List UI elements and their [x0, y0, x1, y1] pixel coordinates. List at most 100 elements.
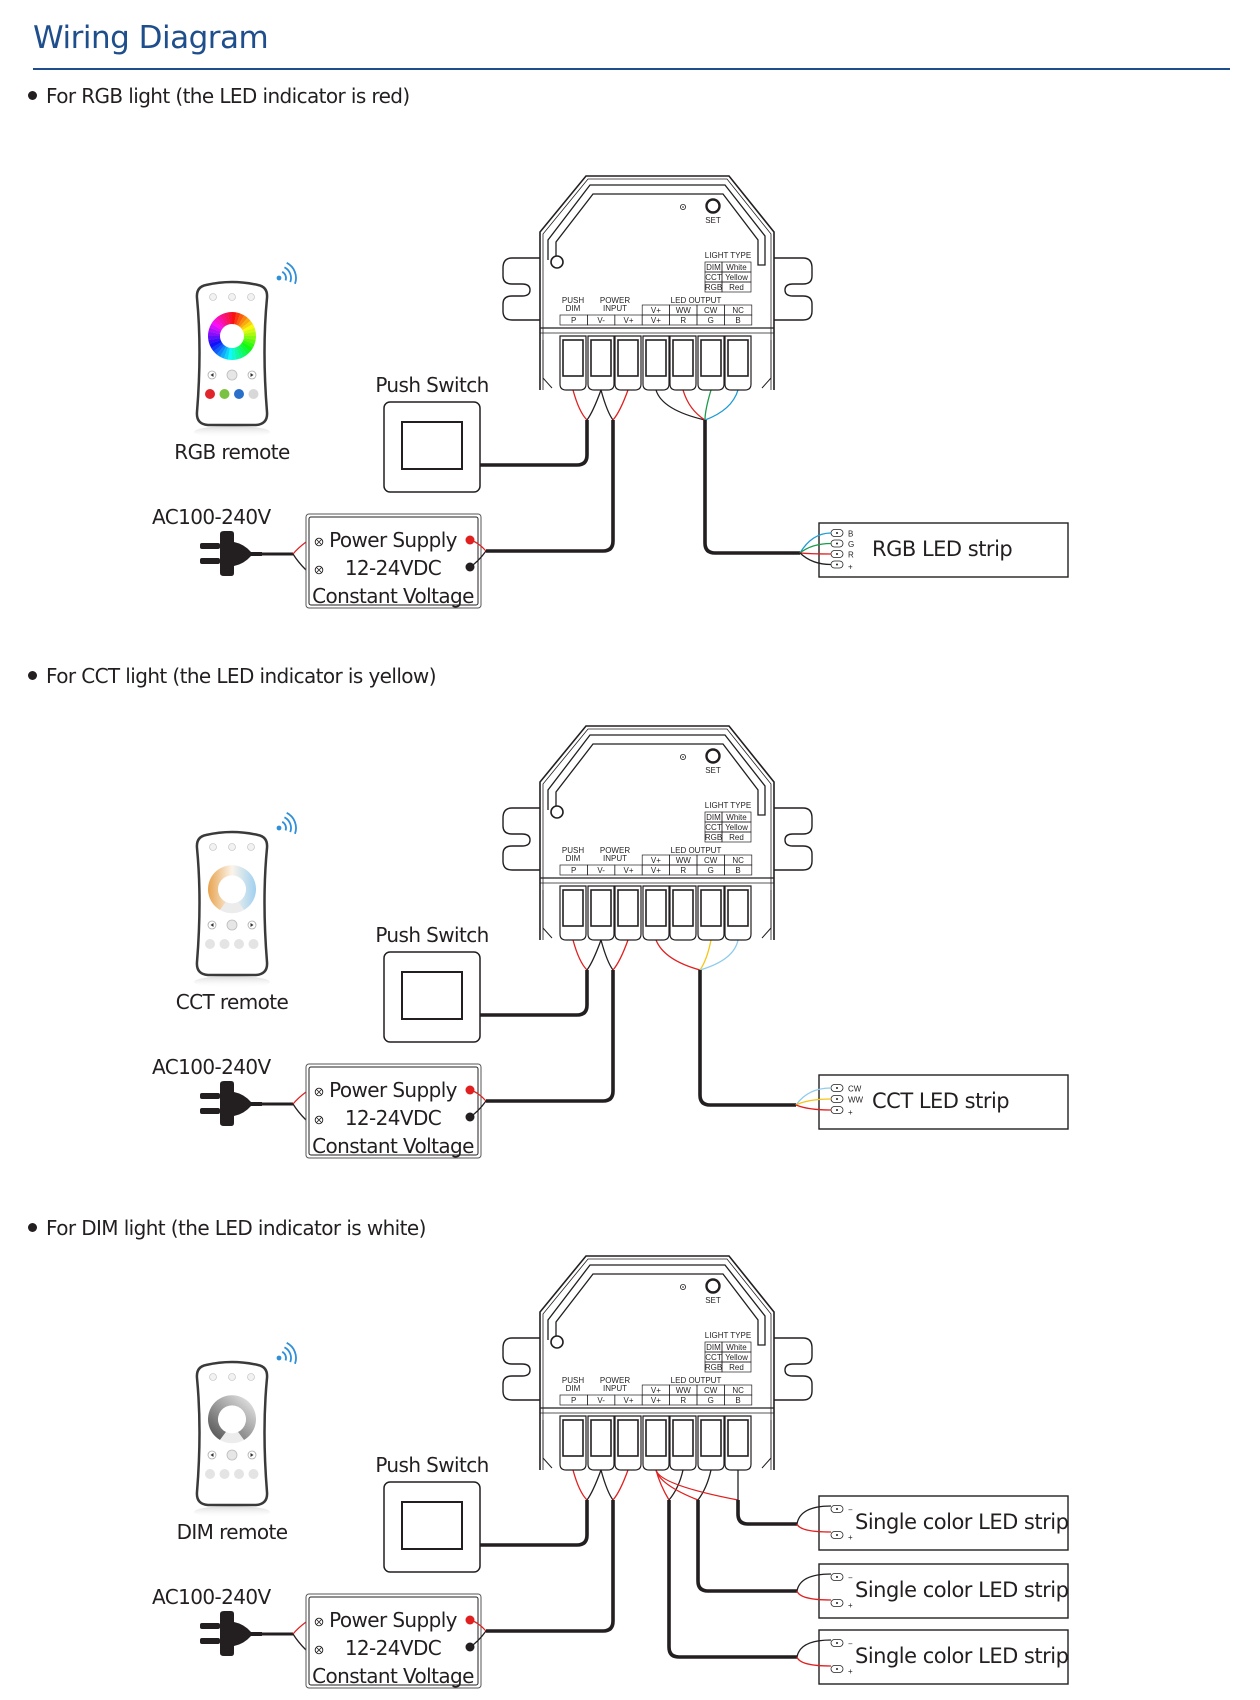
ac-wire-neutral: [292, 553, 307, 571]
wireless-signal-arc: [281, 1350, 287, 1361]
led-strip: −+Single color LED strip: [818, 1563, 1069, 1619]
power-supply-voltage: 12-24VDC: [345, 1106, 441, 1130]
label-power: POWER: [600, 846, 630, 855]
light-type-color: Red: [729, 833, 744, 842]
housing-corner: [761, 1420, 772, 1469]
color-wheel-segment: [243, 338, 256, 345]
section-heading-text: For DIM light (the LED indicator is whit…: [46, 1216, 426, 1240]
light-type-cell: [721, 1361, 752, 1373]
antenna-trace: [547, 184, 766, 266]
terminal-2: [614, 335, 642, 391]
mounting-ear-left: [502, 257, 540, 321]
terminal-label: P: [571, 866, 576, 875]
remote-top-button: [228, 843, 236, 851]
terminal-6: [724, 335, 752, 391]
color-wheel-segment: [241, 342, 253, 352]
color-wheel-segment: [216, 315, 227, 327]
push-wire-v-minus: [586, 939, 602, 971]
housing-corner: [542, 890, 553, 939]
terminal-alt-label: NC: [732, 1386, 744, 1395]
strip-wire-positive: [796, 1590, 832, 1601]
color-wheel-segment: [223, 347, 230, 360]
power-supply-type: Constant Voltage: [312, 1134, 474, 1158]
remote-shadow: [194, 976, 270, 988]
color-wheel-segment: [213, 317, 225, 329]
plug-prong: [200, 1108, 220, 1114]
label-input: INPUT: [603, 304, 627, 313]
screw-hole-icon: [550, 805, 564, 819]
terminal-label: B: [735, 316, 740, 325]
ac-wire-live: [292, 1091, 307, 1105]
terminal-label: G: [708, 1396, 714, 1405]
terminal-screw-slot: [617, 889, 639, 927]
remote-top-button: [228, 1373, 236, 1381]
strip-pad-dot: [836, 1508, 838, 1510]
terminal-cross: [316, 1619, 322, 1625]
remote-preset-button: [248, 939, 259, 949]
terminal-screw-slot: [562, 339, 584, 377]
mounting-ear-left: [502, 807, 540, 871]
plug-prong: [200, 1638, 220, 1644]
terminal-4: [669, 335, 697, 391]
set-button-label: SET: [705, 216, 721, 225]
power-plug-icon: [200, 531, 293, 576]
ac-wire-live: [292, 1621, 307, 1635]
remote-top-button: [209, 1373, 217, 1381]
led-strip-box: [818, 1495, 1069, 1551]
ac-voltage-label: AC100-240V: [152, 1585, 271, 1609]
wireless-signal-icon: [276, 275, 282, 281]
remote-top-button: [247, 293, 255, 301]
remote-top-button: [209, 293, 217, 301]
set-button-label: SET: [705, 1296, 721, 1305]
terminal-screw-slot: [590, 1419, 612, 1457]
mounting-ear-right: [774, 257, 813, 321]
remote-power-button: [226, 1449, 238, 1461]
strip-pin-label: +: [848, 563, 853, 572]
led-strip-box: [818, 522, 1069, 578]
rgb-cable: [703, 420, 800, 555]
light-type-title: LIGHT TYPE: [705, 801, 751, 810]
color-wheel-segment: [213, 343, 225, 355]
color-wheel-segment: [220, 313, 228, 326]
remote-shadow: [194, 426, 270, 438]
light-type-color: Yellow: [725, 273, 748, 282]
terminal-2: [614, 885, 642, 941]
light-type-mode: RGB: [705, 1363, 722, 1372]
remote-preset-button: [248, 389, 259, 399]
power-supply-title: Power Supply: [329, 1078, 458, 1102]
power-supply-voltage: 12-24VDC: [345, 556, 441, 580]
label-dim: DIM: [566, 304, 581, 313]
arrow-left-icon: [210, 923, 214, 927]
wireless-signal-arc: [281, 820, 287, 831]
housing-corner: [542, 340, 553, 389]
terminal-alt-label: WW: [676, 856, 692, 865]
dim-wheel-gap: [220, 1432, 244, 1444]
led-strip-label: CCT LED strip: [872, 1089, 1009, 1113]
remote-top-button: [209, 843, 217, 851]
terminal-cross: [316, 567, 322, 573]
arrow-right-icon: [250, 373, 254, 377]
push-wire-p: [572, 389, 588, 421]
remote-preset-button: [248, 1469, 259, 1479]
terminal-4: [669, 1415, 697, 1471]
push-switch-rocker: [401, 421, 463, 470]
color-wheel-segment: [236, 313, 245, 326]
power-wire-v-plus: [612, 939, 629, 971]
remote-top-button: [247, 843, 255, 851]
color-wheel-segment: [243, 336, 256, 341]
channel-wire: [697, 1469, 712, 1501]
terminal-alt-label: NC: [732, 306, 744, 315]
dim-wheel: [207, 1395, 256, 1440]
strip-pin-label: +: [848, 1108, 853, 1117]
power-cable: [486, 420, 615, 553]
terminal-screw-slot: [727, 889, 749, 927]
label-dim: DIM: [566, 854, 581, 863]
terminal-label-cell: [724, 1384, 753, 1396]
section-heading-text: For RGB light (the LED indicator is red): [46, 84, 410, 108]
light-type-color: White: [726, 263, 747, 272]
bullet-icon: [28, 91, 37, 100]
